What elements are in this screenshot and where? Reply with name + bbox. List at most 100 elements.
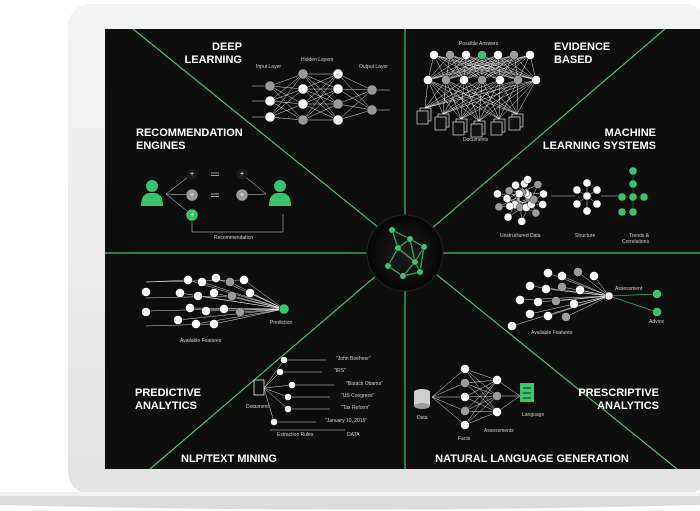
- evidence-node: [459, 75, 469, 85]
- predictive-edge: [197, 295, 285, 310]
- evidence-edge: [465, 54, 501, 81]
- evidence-edge: [465, 54, 519, 81]
- nlg-edge: [431, 382, 466, 398]
- evidence-edge: [433, 54, 501, 81]
- plus-icon: +: [190, 171, 194, 178]
- predictive-edge: [249, 292, 285, 310]
- prescriptive-feature-node: [541, 284, 551, 294]
- label-possible-answers: Possible Answers: [459, 41, 499, 47]
- predictive-feature-node: [209, 319, 219, 329]
- evidence-edge: [442, 79, 483, 115]
- evidence-edge: [442, 79, 537, 115]
- evidence-answer-node: [445, 50, 455, 60]
- predictive-feature-node: [141, 307, 151, 317]
- evidence-edge: [442, 79, 519, 115]
- prescriptive-edge: [561, 275, 610, 297]
- nlp-edge: [263, 387, 289, 398]
- evidence-answer-node: [525, 50, 535, 60]
- evidence-node: [531, 75, 541, 85]
- nlg-assessment-node: [492, 391, 502, 401]
- evidence-edge: [424, 79, 519, 109]
- evidence-edge: [499, 54, 515, 81]
- evidence-node: [495, 75, 505, 85]
- evidence-edge: [516, 79, 537, 115]
- nlg-assessment-node: [492, 375, 502, 385]
- predictive-edge: [177, 308, 285, 321]
- predictive-feature-node: [239, 275, 249, 285]
- predictive-edge: [239, 308, 285, 313]
- nlg-fact-node: [460, 406, 470, 416]
- label-structure: Structure: [575, 233, 596, 239]
- title-deep-learning-line1: DEEP: [212, 41, 242, 53]
- dl-edge: [269, 73, 304, 87]
- nlg-edge: [431, 396, 466, 426]
- dl-edge: [337, 88, 373, 91]
- nlp-entity-node: [276, 368, 284, 376]
- recommendation-item-node: [185, 167, 199, 181]
- title-machine-learning-line1: MACHINE: [605, 127, 656, 139]
- nlp-edge: [263, 387, 275, 423]
- evidence-edge: [427, 79, 518, 115]
- ml-data-node: [533, 180, 543, 189]
- dl-node: [332, 114, 344, 126]
- dl-node: [264, 95, 276, 107]
- prescriptive-edge: [579, 289, 610, 297]
- evidence-node: [423, 75, 433, 85]
- evidence-edge: [465, 54, 483, 81]
- database-icon: [414, 392, 430, 406]
- evidence-answer-node: [461, 50, 471, 60]
- laptop-base-highlight: [0, 492, 700, 496]
- evidence-edge: [513, 54, 537, 81]
- predictive-feature-node: [183, 275, 193, 285]
- predictive-feature-node: [209, 288, 219, 298]
- evidence-edge: [481, 54, 515, 81]
- prescriptive-feature-node: [557, 282, 567, 292]
- nlp-entity-node: [288, 381, 296, 389]
- dl-edge: [337, 103, 373, 111]
- evidence-edge: [442, 79, 501, 115]
- predictive-feature-node: [227, 291, 237, 301]
- dl-node: [297, 114, 309, 126]
- language-document-icon: [520, 383, 534, 402]
- ml-data-node: [503, 212, 513, 222]
- title-predictive-line1: PREDICTIVE: [135, 387, 201, 399]
- evidence-edge: [445, 54, 467, 81]
- recommendation-item-node: [185, 188, 199, 202]
- nlg-edge: [464, 379, 498, 398]
- prescriptive-feature-node: [543, 268, 553, 278]
- label-extraction-rules: Extraction Rules: [277, 432, 314, 438]
- hub-node: [416, 268, 424, 276]
- predictive-edge: [243, 279, 285, 310]
- nlg-fact-node: [460, 378, 470, 388]
- dl-output-node: [366, 104, 378, 116]
- ml-trend-node: [617, 192, 627, 202]
- hub-edge: [419, 246, 425, 273]
- dl-node: [332, 68, 344, 80]
- label-documents: Documents: [463, 137, 489, 143]
- predictive-feature-node: [197, 277, 207, 287]
- evidence-edge: [465, 54, 537, 81]
- person-icon: [269, 192, 291, 206]
- evidence-edge: [427, 54, 467, 81]
- label-document: Document: [246, 404, 269, 410]
- advice-node: [652, 289, 662, 299]
- title-recommendation-line1: RECOMMENDATION: [136, 127, 243, 139]
- dl-edge: [337, 89, 373, 121]
- evidence-edge: [427, 54, 483, 81]
- dl-edge: [269, 116, 304, 121]
- prescriptive-feature-node: [573, 267, 583, 277]
- evidence-edge: [463, 79, 480, 122]
- ml-data-node: [538, 200, 547, 209]
- prescriptive-edge: [511, 295, 610, 327]
- evidence-edge: [478, 79, 519, 122]
- dl-node: [332, 98, 344, 110]
- predictive-feature-node: [193, 291, 203, 301]
- prescriptive-feature-node: [551, 296, 561, 306]
- evidence-answer-node: [493, 50, 503, 60]
- hub-edge: [409, 238, 416, 263]
- title-predictive-line2: ANALYTICS: [135, 400, 197, 412]
- evidence-edge: [463, 79, 518, 115]
- prescriptive-edge: [565, 295, 610, 318]
- ml-structure-node: [582, 206, 592, 216]
